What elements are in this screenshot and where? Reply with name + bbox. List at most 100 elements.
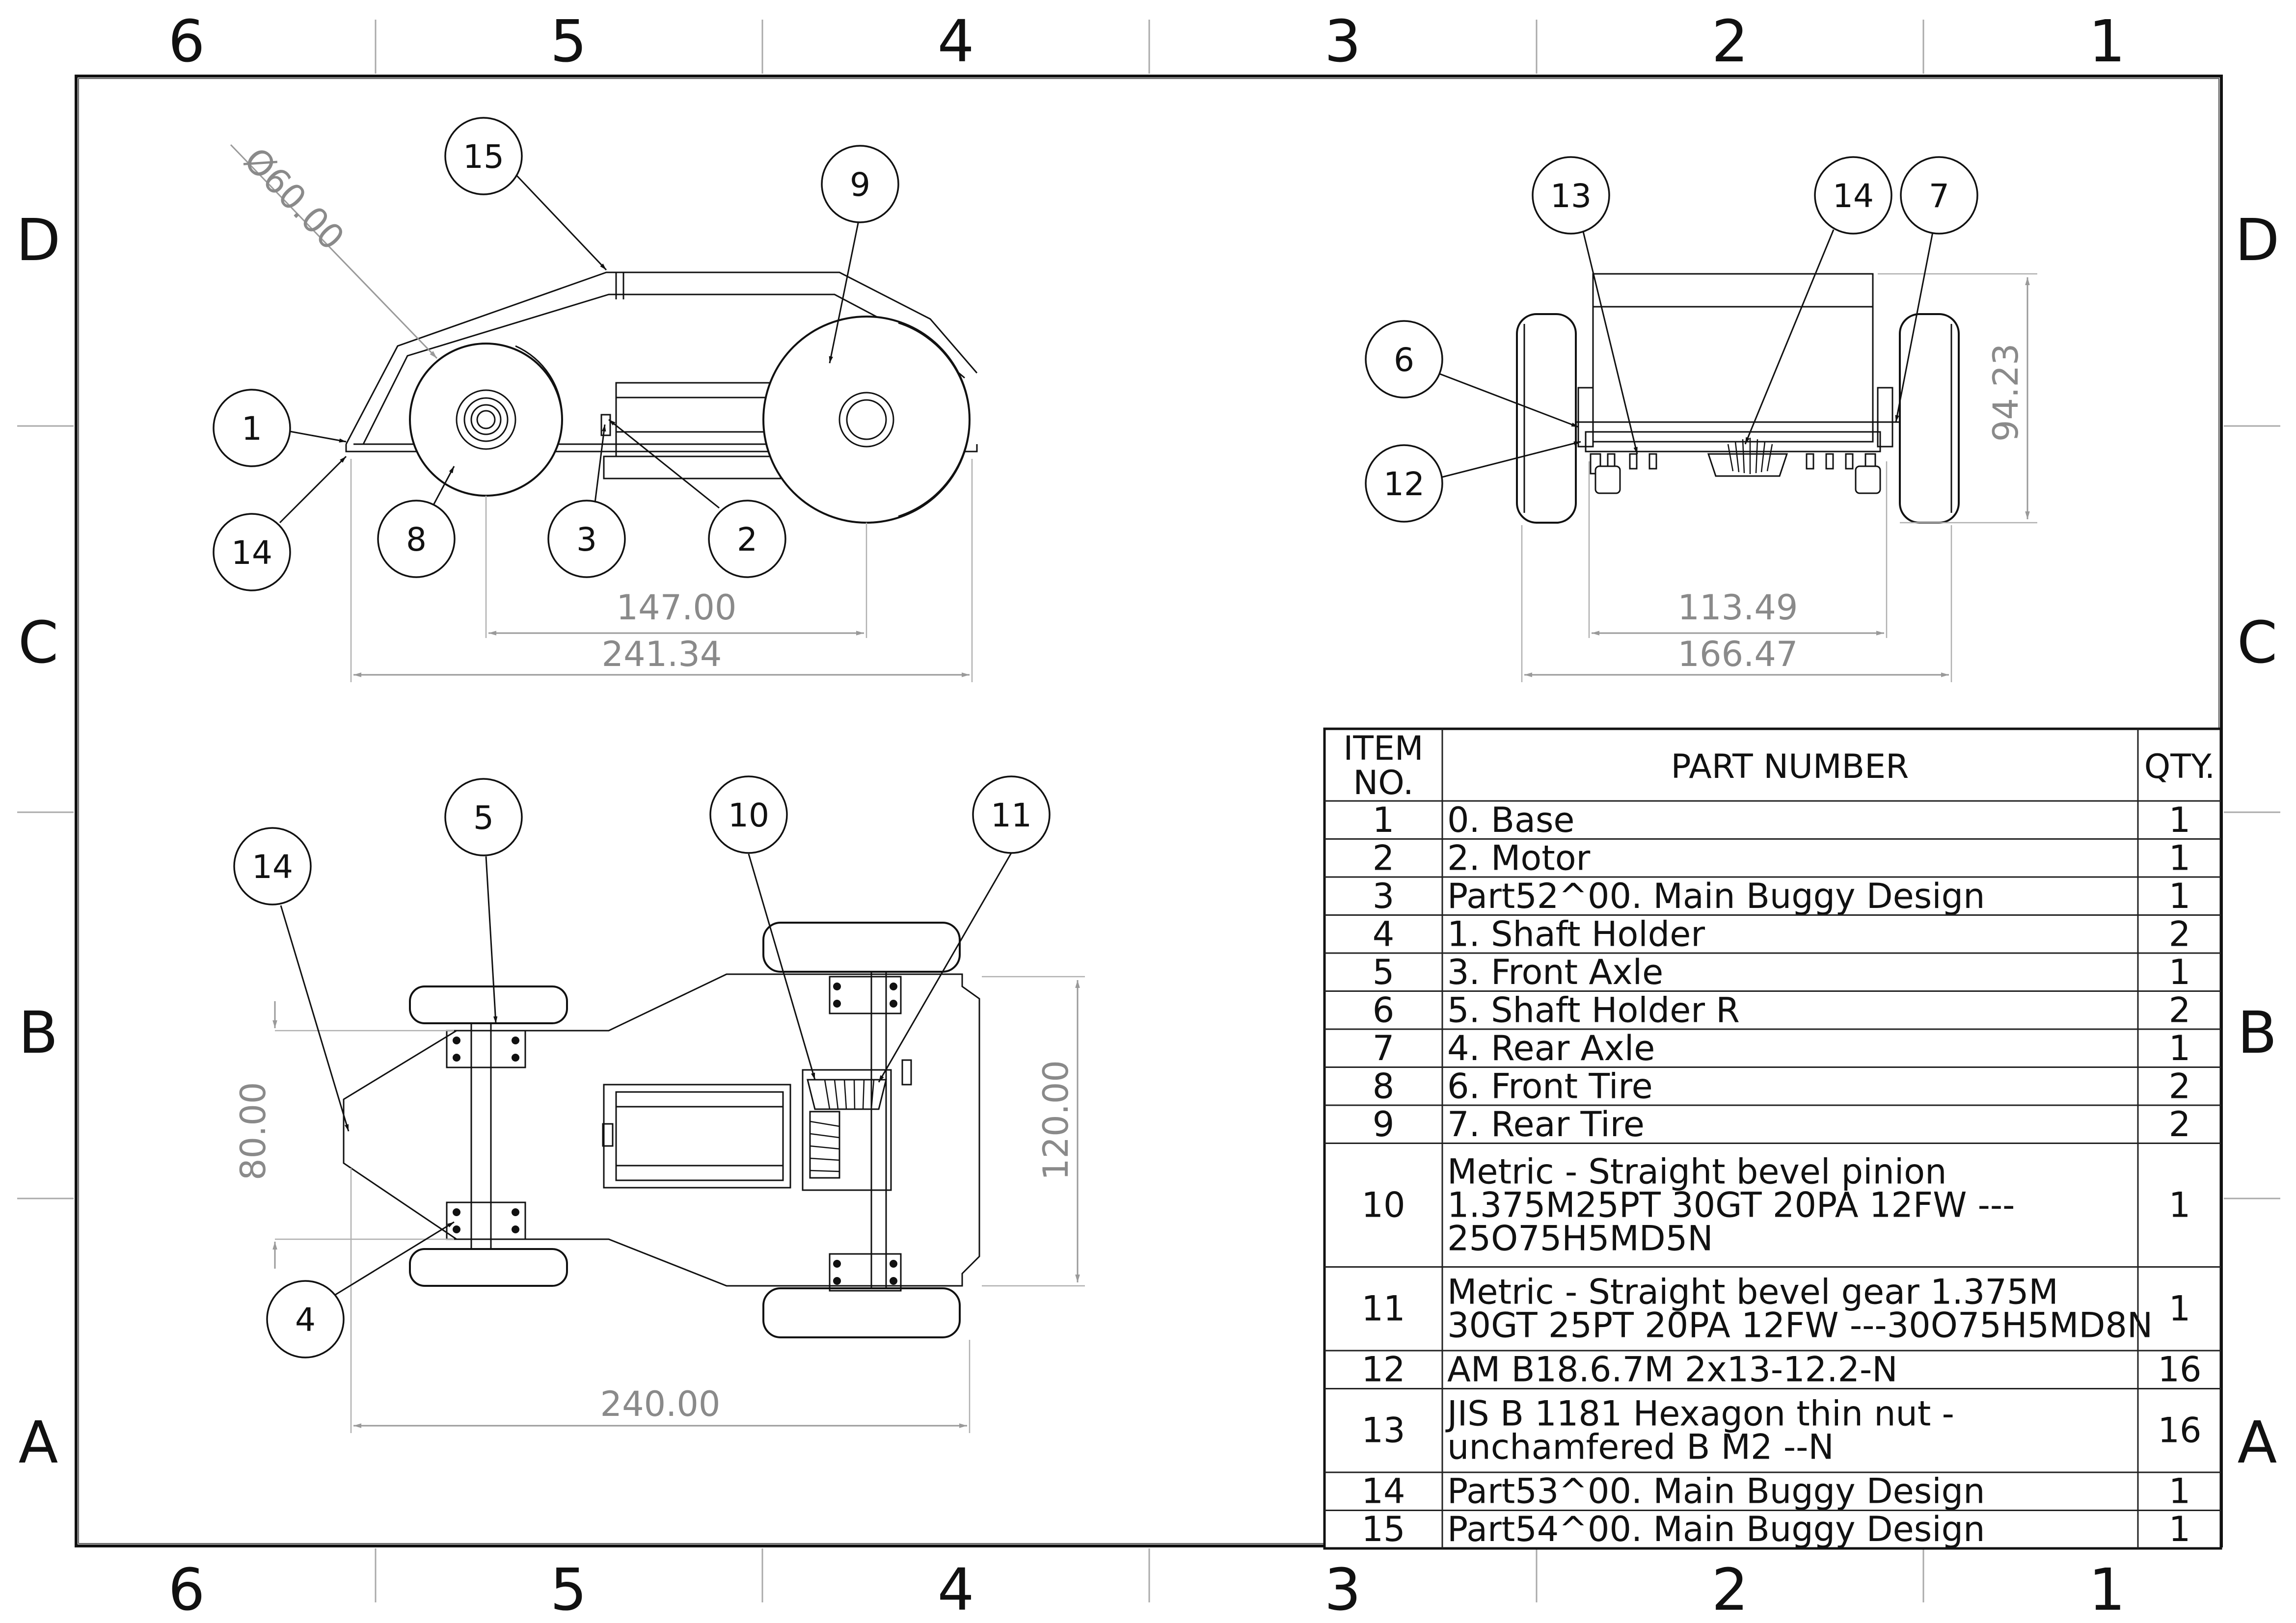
zone-col-top: 5 <box>550 7 587 75</box>
balloon-number: 14 <box>231 534 272 572</box>
bom-qty: 1 <box>2169 876 2191 916</box>
zone-col-bottom: 3 <box>1324 1556 1361 1623</box>
bom-part-number: 5. Shaft Holder R <box>1447 990 1740 1030</box>
bom-header-item: ITEM <box>1343 729 1423 768</box>
zone-col-top: 6 <box>168 7 205 75</box>
dim-front-inner-width: 113.49 <box>1678 587 1798 628</box>
zone-labels: 6 5 4 3 2 1 6 5 4 3 2 1 D C B A D C B A <box>16 7 2280 1623</box>
top-view: 80.00 120.00 240.00 5 10 11 14 4 <box>233 775 1085 1433</box>
balloon-number: 11 <box>991 797 1032 834</box>
balloon-number: 10 <box>728 797 769 834</box>
bom-part-number: 1.375M25PT 30GT 20PA 12FW --- <box>1447 1185 2015 1225</box>
zone-row-right: D <box>2235 206 2280 274</box>
front-view: 94.23 113.49 166.47 13 14 7 6 12 <box>1365 156 2037 682</box>
bom-qty: 2 <box>2169 990 2191 1030</box>
bom-part-number: Part52^00. Main Buggy Design <box>1447 876 1985 916</box>
zone-row-left: A <box>19 1409 58 1476</box>
bom-part-number: Part53^00. Main Buggy Design <box>1447 1471 1985 1512</box>
zone-col-top: 3 <box>1324 7 1361 75</box>
bom-qty: 1 <box>2169 952 2191 992</box>
bom-part-number: 25O75H5MD5N <box>1447 1219 1713 1259</box>
balloon: 6 <box>1365 320 1443 399</box>
balloon: 7 <box>1900 156 1978 235</box>
bom-part-number: AM B18.6.7M 2x13-12.2-N <box>1447 1350 1898 1390</box>
bom-qty: 1 <box>2169 800 2191 840</box>
dim-overall-length: 241.34 <box>602 634 722 674</box>
bom-item-number: 7 <box>1373 1028 1395 1068</box>
bom-part-number: 1. Shaft Holder <box>1447 914 1705 954</box>
zone-col-bottom: 5 <box>550 1556 587 1623</box>
zone-row-left: B <box>19 999 58 1066</box>
bom-qty: 1 <box>2169 1028 2191 1068</box>
zone-col-bottom: 2 <box>1711 1556 1748 1623</box>
bom-header-qty: QTY. <box>2144 747 2215 786</box>
zone-col-top: 1 <box>2088 7 2125 75</box>
balloon: 12 <box>1365 444 1443 523</box>
bom-part-number: Metric - Straight bevel pinion <box>1447 1152 1946 1192</box>
bom-part-number: 0. Base <box>1447 800 1575 840</box>
bom-item-number: 10 <box>1361 1185 1405 1225</box>
balloon-number: 4 <box>295 1301 316 1339</box>
zone-col-top: 2 <box>1711 7 1748 75</box>
balloon-number: 14 <box>1833 177 1874 215</box>
bom-part-number: 7. Rear Tire <box>1447 1104 1645 1144</box>
zone-col-top: 4 <box>937 7 974 75</box>
bom-part-number: Part54^00. Main Buggy Design <box>1447 1509 1985 1549</box>
bom-item-number: 11 <box>1361 1289 1405 1329</box>
balloon: 14 <box>233 827 312 905</box>
bom-item-number: 1 <box>1373 800 1395 840</box>
bom-part-number: unchamfered B M2 --N <box>1447 1427 1834 1467</box>
zone-col-bottom: 1 <box>2088 1556 2125 1623</box>
bom-part-number: Metric - Straight bevel gear 1.375M <box>1447 1272 2058 1312</box>
dim-front-tire-diameter: Ø60.00 <box>236 140 352 258</box>
zone-row-right: A <box>2238 1409 2277 1476</box>
balloon: 11 <box>972 775 1051 854</box>
balloon-number: 6 <box>1394 341 1414 379</box>
zone-row-right: C <box>2237 609 2277 676</box>
bom-part-number: JIS B 1181 Hexagon thin nut - <box>1445 1394 1954 1434</box>
bom-part-number: 3. Front Axle <box>1447 952 1663 992</box>
balloon-number: 9 <box>850 166 870 204</box>
bom-part-number: 30GT 25PT 20PA 12FW ---30O75H5MD8N <box>1447 1305 2153 1346</box>
bom-qty: 2 <box>2169 1066 2191 1106</box>
balloon: 1 <box>213 389 291 467</box>
balloon: 3 <box>547 500 626 578</box>
balloon: 4 <box>266 1280 345 1358</box>
zone-row-left: C <box>18 609 58 676</box>
balloon-number: 15 <box>463 138 504 176</box>
bom-qty: 2 <box>2169 914 2191 954</box>
balloon-number: 5 <box>473 799 494 837</box>
bom-item-number: 2 <box>1373 838 1395 878</box>
dim-front-track: 80.00 <box>233 1082 273 1180</box>
bom-item-number: 15 <box>1361 1509 1405 1549</box>
zone-col-bottom: 6 <box>168 1556 205 1623</box>
bom-qty: 1 <box>2169 1509 2191 1549</box>
bom-qty: 16 <box>2158 1350 2201 1390</box>
bom-item-number: 14 <box>1361 1471 1405 1512</box>
dim-rear-track: 120.00 <box>1036 1060 1076 1180</box>
balloon-number: 8 <box>406 521 427 559</box>
dim-top-length: 240.00 <box>600 1384 721 1424</box>
balloon: 14 <box>1814 156 1892 235</box>
balloon-number: 2 <box>737 521 757 559</box>
zone-row-right: B <box>2238 999 2277 1066</box>
balloon: 10 <box>709 775 788 854</box>
balloon-number: 3 <box>576 521 597 559</box>
bom-item-number: 12 <box>1361 1350 1405 1390</box>
balloon-number: 13 <box>1550 177 1592 215</box>
zone-col-bottom: 4 <box>937 1556 974 1623</box>
bom-part-number: 2. Motor <box>1447 838 1591 878</box>
dim-wheelbase: 147.00 <box>617 587 737 628</box>
bom-item-number: 4 <box>1373 914 1395 954</box>
bom-item-number: 9 <box>1373 1104 1395 1144</box>
bom-item-number: 6 <box>1373 990 1395 1030</box>
dim-front-overall-width: 166.47 <box>1678 634 1798 674</box>
bom-header-part-number: PART NUMBER <box>1671 747 1909 786</box>
bom-part-number: 6. Front Tire <box>1447 1066 1653 1106</box>
bom-qty: 1 <box>2169 838 2191 878</box>
bom-qty: 2 <box>2169 1104 2191 1144</box>
balloon: 15 <box>444 117 523 195</box>
dim-front-height: 94.23 <box>1986 344 2026 442</box>
